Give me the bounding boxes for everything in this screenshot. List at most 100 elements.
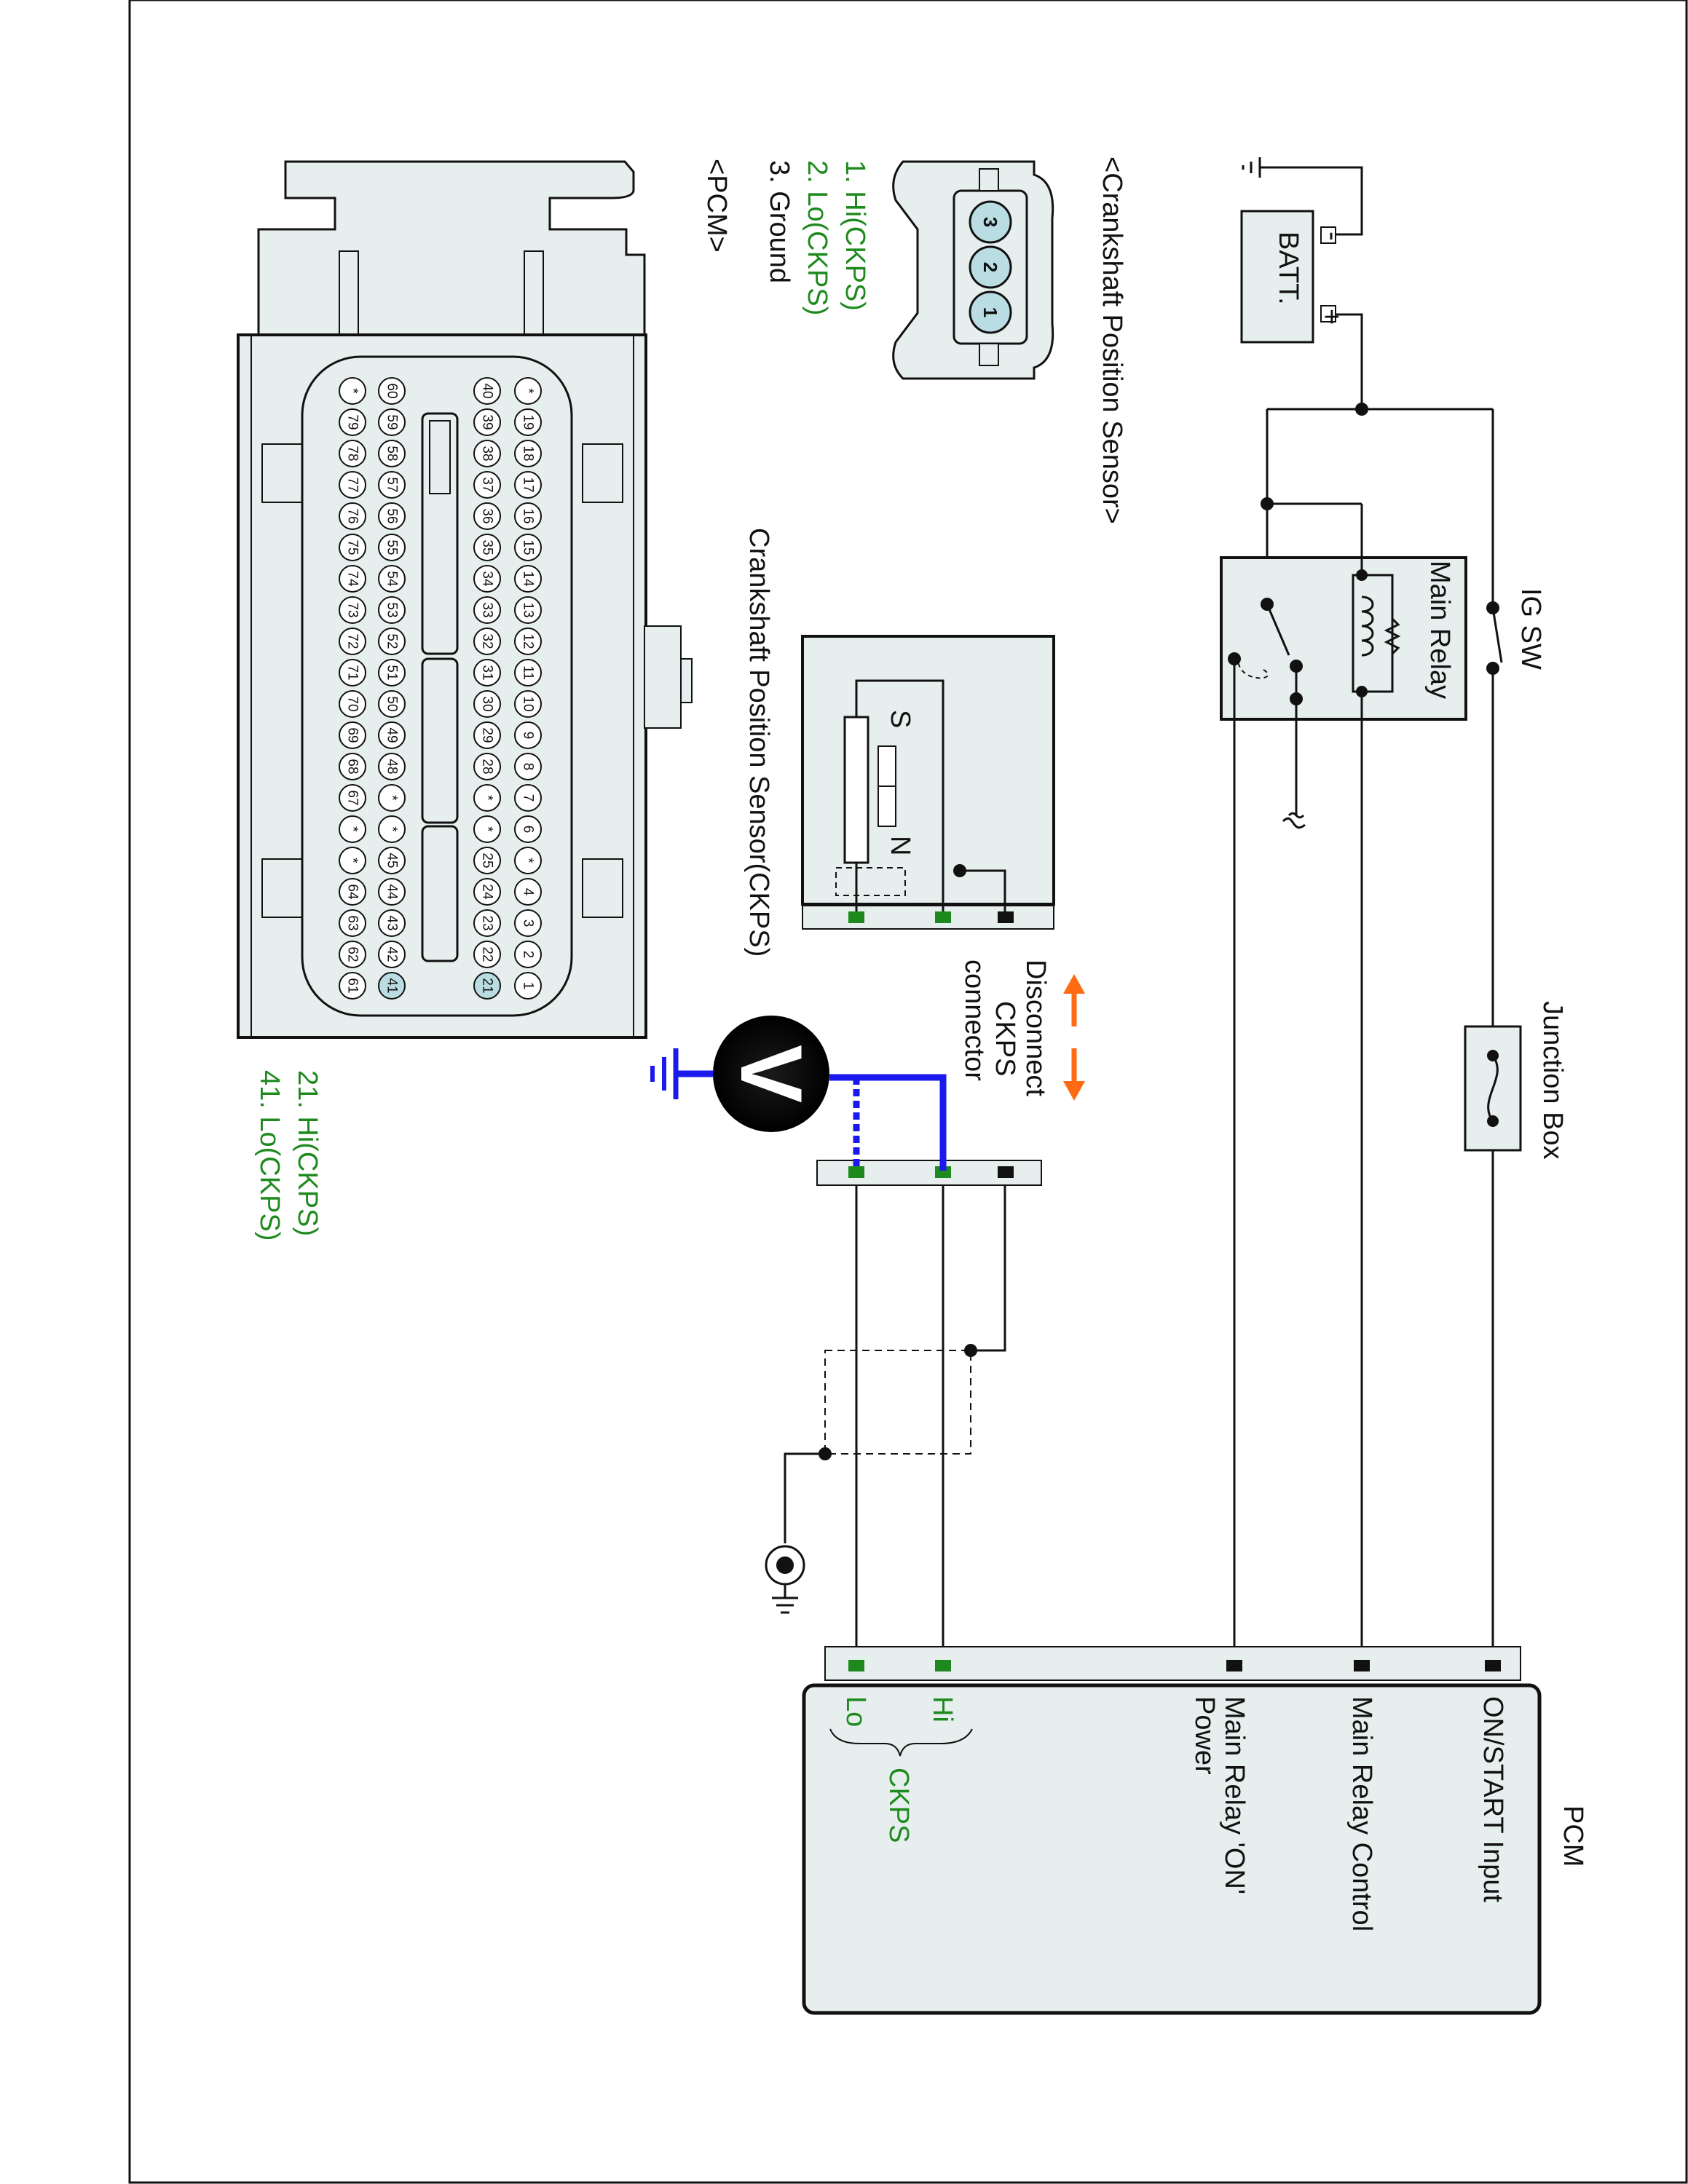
pcm-pin-number: 75 [345,539,360,555]
pcm-pin [473,909,501,937]
pcm-pin-number: * [384,826,400,832]
pcm-pin-number: 1 [521,982,536,990]
pcm-pin-legend-41: 41. Lo(CKPS) [254,1070,285,1241]
pcm-pin [378,784,406,812]
pcm-pin [473,721,501,749]
pcm-pin [514,502,542,530]
chassis-ground-icon [765,1545,805,1614]
page-border [128,0,1688,2184]
battery-ground-wire [1260,166,1363,236]
pcm-pin [378,909,406,937]
pcm-terminal-main-relay-on: Main Relay 'ON' [1219,1696,1250,1894]
ckps-brace [829,1728,973,1757]
junction-box-label: Junction Box [1537,1001,1568,1160]
pcm-pin [339,690,366,718]
pcm-pin-number: 11 [521,665,536,680]
pcm-pin [473,847,501,874]
disconnect-label-3: connector [959,960,990,1081]
pcm-pin-number: 73 [345,602,360,617]
shield [824,1350,971,1455]
pcm-pin [339,377,366,405]
voltmeter-symbol: V [722,1045,820,1103]
pcm-pin [378,596,406,624]
pcm-pin-number: 6 [521,826,536,834]
pcm-pin-number: 78 [345,446,360,461]
battery-plus: + [1316,309,1346,325]
pcm-pin-number: 2 [521,951,536,959]
pcm-pin [473,596,501,624]
pcm-pin-number: 8 [521,763,536,771]
probe-lead-hi [829,1074,947,1171]
pcm-pin [378,659,406,687]
pcm-pin-number: 45 [384,852,400,868]
pcm-pin-number: 55 [384,539,400,555]
pcm-pin [514,784,542,812]
pcm-pin [339,596,366,624]
pcm-pin [514,941,542,968]
pcm-pin [514,815,542,843]
pcm-pin [514,408,542,436]
ckps-pin [969,200,1012,244]
pcm-pin-number: 9 [521,732,536,740]
pcm-pin-number: 10 [521,696,536,711]
pcm-pin-number: 40 [480,383,495,398]
pcm-pin [473,753,501,780]
pcm-pin [378,471,406,499]
relay-contact [1266,604,1290,656]
pcm-pin [339,471,366,499]
ckps-pin-legend-1: 1. Hi(CKPS) [840,160,870,311]
ckps-connector-view: <Crankshaft Position Sensor> 321 1. Hi(C… [764,157,1127,524]
pcm-pin [473,408,501,436]
pcm-pin [473,659,501,687]
pcm-pin-number: 76 [345,508,360,523]
pcm-pin-number: 13 [521,602,536,617]
disconnect-label-1: Disconnect [1020,960,1051,1096]
ckps-pin-number: 2 [979,262,1001,272]
pcm-pin-number: 60 [384,383,400,398]
voltmeter-icon [713,1016,829,1132]
pcm-pin [473,471,501,499]
pcm-pin-number: 23 [480,915,495,930]
pcm-pin-number: 68 [345,759,360,774]
pcm-pin [514,659,542,687]
fuse-icon [1487,1055,1499,1122]
pcm-pin [339,784,366,812]
pcm-pin [378,502,406,530]
pcm-pin-number: 17 [521,477,536,492]
pcm-pin-number: 64 [345,884,360,900]
main-relay [1220,556,1467,721]
pcm-pin-number: 33 [480,602,495,617]
pcm-pin [339,408,366,436]
pcm-pin [378,628,406,655]
pcm-pin [514,628,542,655]
pcm-pin-number: 21 [480,978,495,993]
pcm-pin [378,565,406,593]
pcm-pin [514,596,542,624]
pcm-pin [378,408,406,436]
pcm-pin-number: 50 [384,696,400,711]
pcm-pin [473,534,501,561]
pcm-pin-number: 32 [480,633,495,649]
pcm-pin [473,690,501,718]
ckps-pin-number: 3 [979,217,1001,227]
pcm-pin [339,941,366,968]
pcm-pin-number: 49 [384,727,400,743]
pcm-pin-number: 58 [384,446,400,461]
pcm-pin [378,377,406,405]
ckps-pin-legend-2: 2. Lo(CKPS) [802,160,832,315]
pcm-pin [339,534,366,561]
pcm-pin [339,565,366,593]
pcm-pin [339,847,366,874]
pcm-pin [514,972,542,1000]
pcm-pin [514,909,542,937]
pcm-pin [473,377,501,405]
pcm-pin-number: 19 [521,414,536,430]
pcm-pin-number: 15 [521,539,536,555]
pcm-pin-number: 62 [345,946,360,962]
pcm-pin-number: * [521,858,536,863]
battery-minus: - [1317,232,1348,241]
pcm-pin-number: 28 [480,759,495,774]
pcm-pin [514,534,542,561]
pcm-pin-number: 30 [480,696,495,711]
pcm-pin [339,721,366,749]
